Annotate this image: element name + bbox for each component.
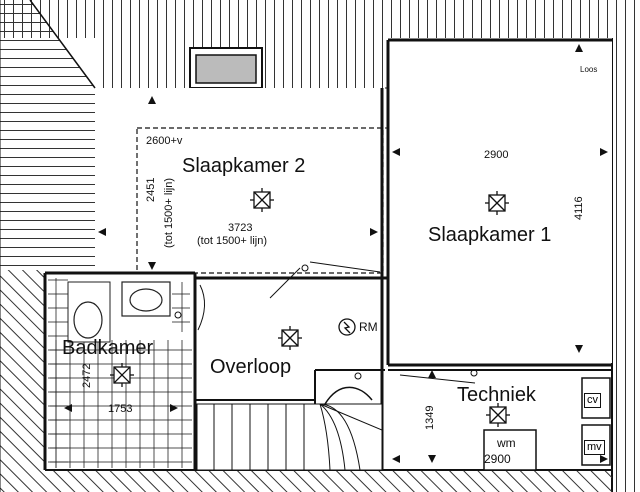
dim-tech-width: 2900: [484, 452, 511, 466]
dim-sk2-depth-note: (tot 1500+ lijn): [163, 177, 175, 248]
dim-sk2-depth: 2451: [145, 177, 157, 202]
label-loos: Loos: [580, 65, 598, 74]
label-rm: RM: [359, 320, 378, 334]
dim-sk2-width: 3723: [228, 222, 253, 234]
roof-left: [0, 0, 96, 492]
cv-box: cv: [584, 393, 601, 408]
room-label-overloop: Overloop: [210, 356, 292, 378]
roof-right: [611, 38, 640, 492]
room-label-techniek: Techniek: [457, 384, 536, 406]
dim-sk1-width: 2900: [484, 149, 509, 161]
roof-bottom: [45, 469, 612, 492]
badkamer-floor: [48, 278, 192, 468]
mv-box: mv: [584, 440, 605, 455]
dim-sk2-width-note: (tot 1500+ lijn): [197, 235, 268, 247]
dim-sk1-depth: 4116: [573, 196, 585, 220]
dim-bad-width: 1753: [108, 403, 133, 415]
skylight: [189, 47, 263, 89]
dim-bad-depth: 2472: [81, 363, 93, 388]
dim-sk2-height-note: 2600+v: [146, 135, 183, 147]
door-swing-icon: [174, 261, 478, 384]
staircase: [196, 386, 383, 471]
techniek-items: [483, 377, 611, 471]
light-fixture-icon: [110, 188, 510, 427]
sk2-1500-line: [136, 127, 384, 274]
slaapkamer2-floor: [95, 88, 385, 273]
label-wm: wm: [497, 436, 516, 450]
room-label-slaapkamer-2: Slaapkamer 2: [182, 155, 306, 177]
dimension-arrow-icon: [64, 44, 608, 463]
room-label-slaapkamer-1: Slaapkamer 1: [428, 224, 552, 246]
smoke-detector-icon: [338, 318, 356, 336]
room-label-badkamer: Badkamer: [62, 337, 154, 359]
dim-tech-depth: 1349: [424, 405, 436, 430]
